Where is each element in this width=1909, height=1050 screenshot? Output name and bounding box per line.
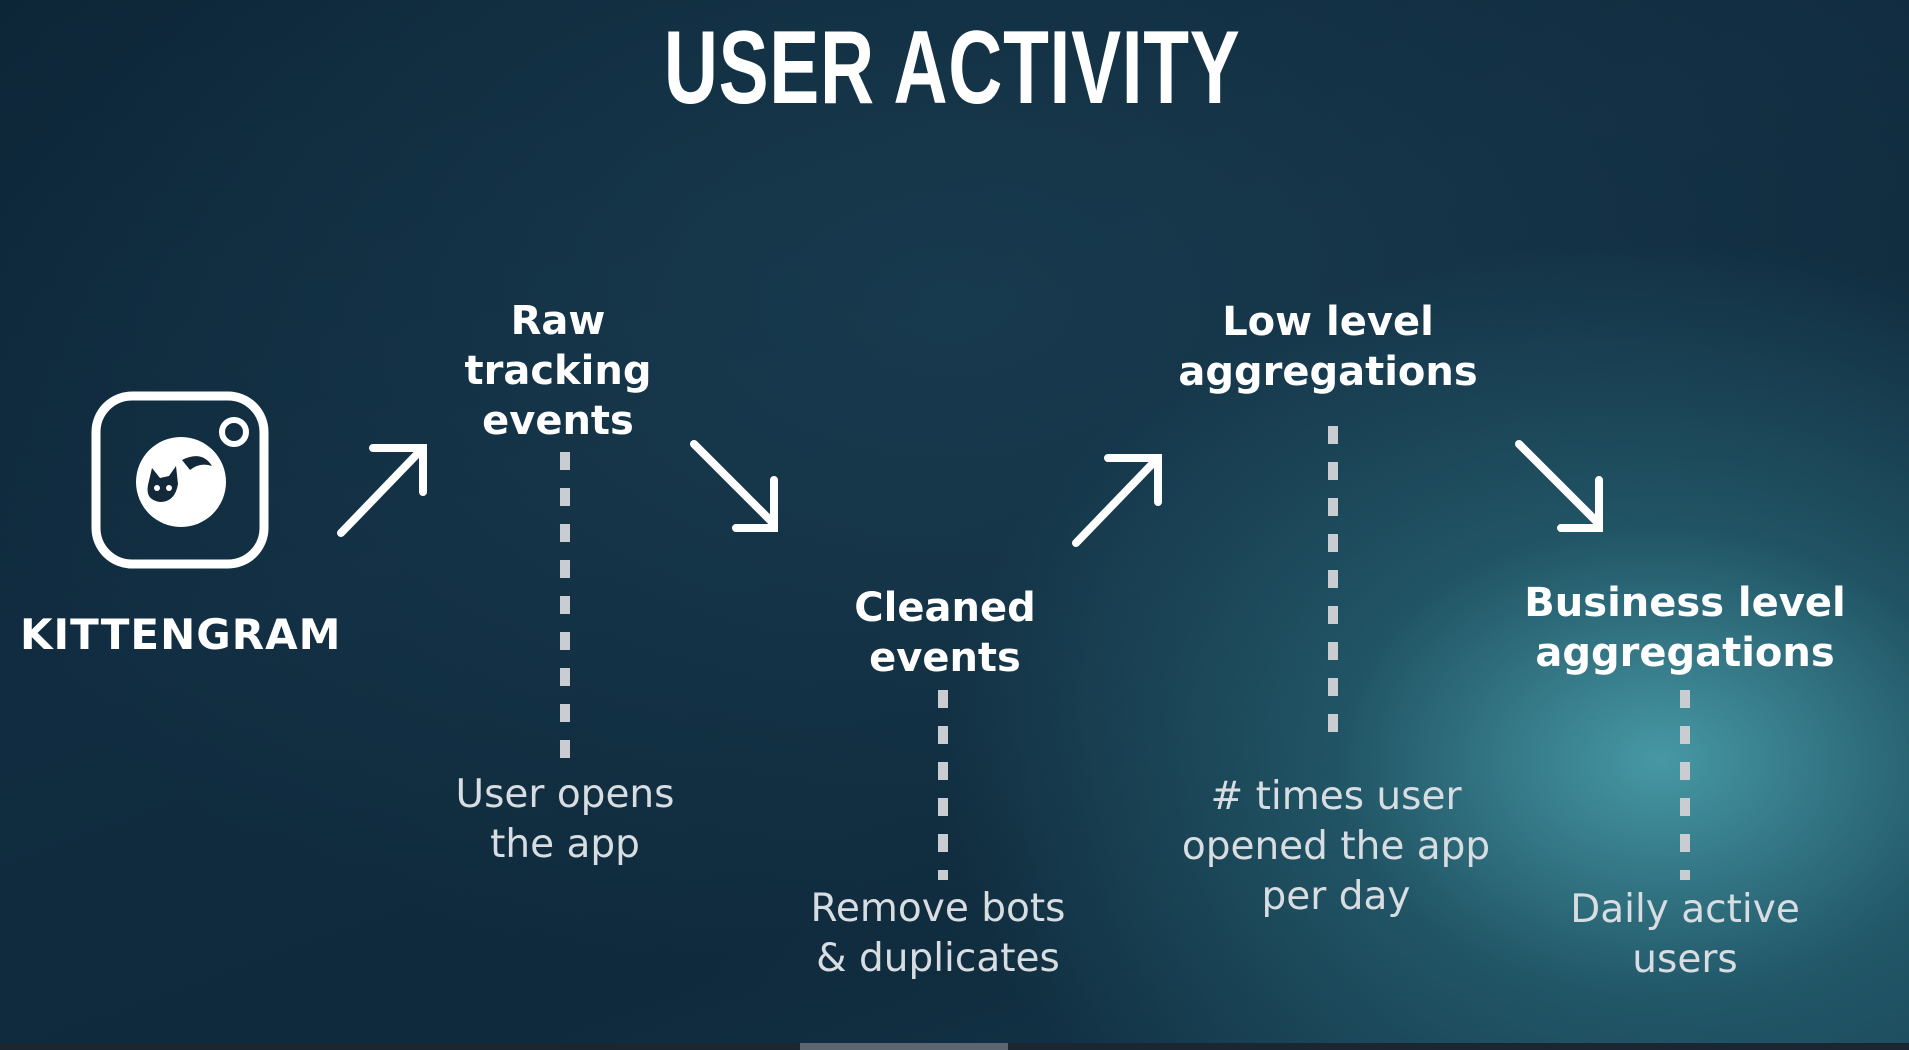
- progress-bar-segment: [800, 1043, 1008, 1050]
- dotted-connector: [938, 690, 948, 880]
- arrow-up-right-icon: [337, 444, 427, 537]
- dotted-connector: [1328, 426, 1338, 736]
- dotted-connector: [1680, 690, 1690, 880]
- stage-description-cleaned: Remove bots & duplicates: [810, 886, 1066, 981]
- page-title: USER ACTIVITY: [663, 10, 1241, 126]
- arrow-down-right-icon: [690, 440, 778, 532]
- stage-title-low-level-aggregations: Low level aggregations: [1178, 299, 1478, 395]
- stage-title-raw-tracking-events: Raw tracking events: [464, 298, 652, 444]
- stage-description-raw: User opens the app: [455, 772, 675, 867]
- arrow-down-right-icon: [1515, 440, 1603, 532]
- kittengram-logo-icon: [91, 391, 269, 569]
- progress-bar: [0, 1043, 1909, 1050]
- app-name: KITTENGRAM: [20, 610, 342, 659]
- dotted-connector: [560, 452, 570, 762]
- arrow-up-right-icon: [1072, 454, 1162, 547]
- stage-title-business-level-aggregations: Business level aggregations: [1524, 580, 1846, 676]
- stage-description-business-level: Daily active users: [1570, 887, 1800, 982]
- stage-description-low-level: # times user opened the app per day: [1181, 774, 1491, 919]
- stage-title-cleaned-events: Cleaned events: [854, 585, 1036, 681]
